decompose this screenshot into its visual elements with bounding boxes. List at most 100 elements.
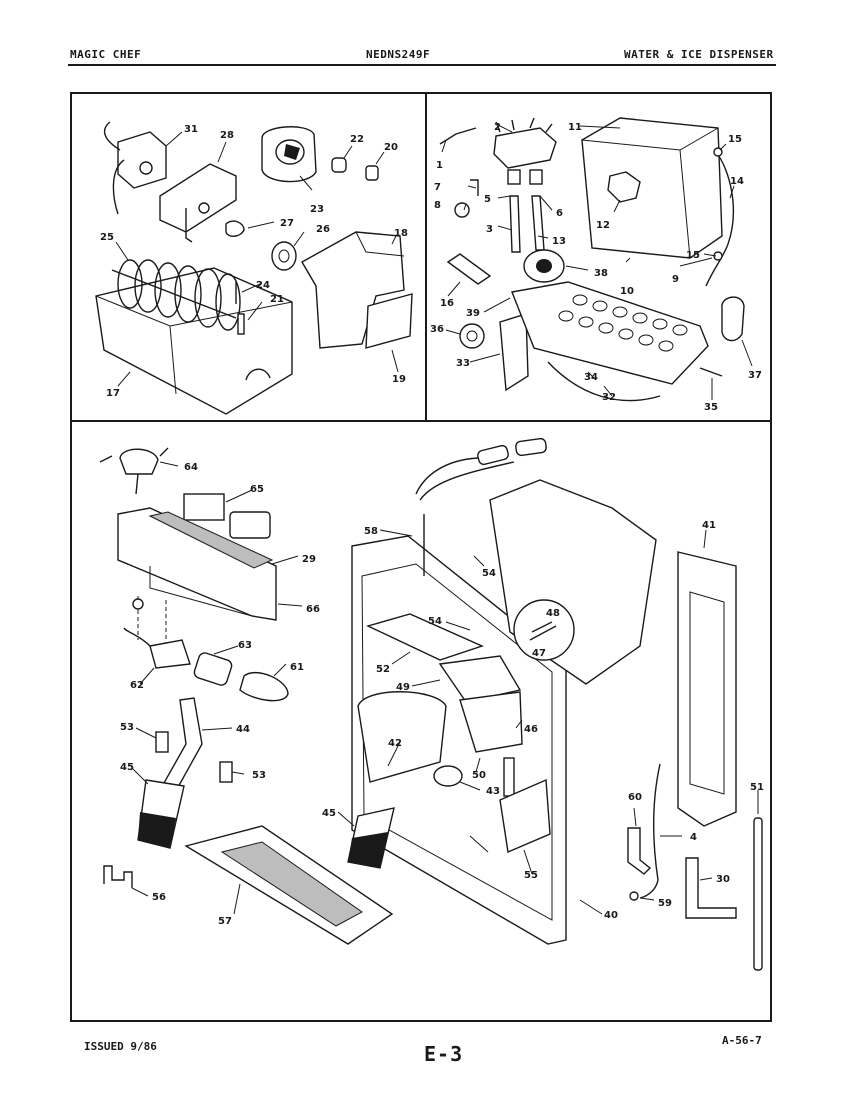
panel-top-right-icemaker (439, 117, 745, 402)
header-brand: MAGIC CHEF (70, 48, 142, 61)
part-17-ice-bin (95, 267, 293, 415)
callout-61: 61 (290, 662, 304, 673)
part-16-fill-cup (446, 253, 492, 285)
part-8-grommet (454, 202, 470, 218)
part-4-water-tube (639, 763, 661, 899)
callout-15-upper: 15 (728, 134, 742, 145)
callout-31: 31 (184, 124, 198, 135)
callout-9: 9 (672, 274, 679, 285)
callout-42: 42 (388, 738, 402, 749)
part-3-tube (509, 195, 521, 253)
part-18-chute (301, 231, 405, 349)
callout-41: 41 (702, 520, 716, 531)
callout-23: 23 (310, 204, 324, 215)
callout-3: 3 (486, 224, 493, 235)
part-46-solenoid (459, 691, 523, 753)
part-42-chute-door (357, 691, 447, 783)
callout-37: 37 (748, 370, 762, 381)
callout-21: 21 (270, 294, 284, 305)
callout-47: 47 (532, 648, 546, 659)
part-38-bore (536, 259, 552, 273)
callout-54-upper: 54 (482, 568, 496, 579)
part-31-motor (117, 131, 167, 189)
part-56-spring (103, 865, 133, 888)
callout-17: 17 (106, 388, 120, 399)
part-40-frame-inner (361, 563, 553, 921)
part-32-mold-cavities (558, 294, 688, 352)
part-65-switch-a (183, 493, 225, 521)
part-60-fitting (627, 827, 652, 875)
part-18-chute-edges (301, 231, 405, 287)
callout-39: 39 (466, 308, 480, 319)
part-14-harness (705, 151, 734, 287)
callout-20: 20 (384, 142, 398, 153)
panel-divider-vertical (425, 94, 427, 422)
callout-66: 66 (306, 604, 320, 615)
part-29-heater-strip (148, 511, 274, 569)
part-21-shaft (237, 313, 245, 335)
part-53-bracket-b (219, 761, 233, 783)
diagram-frame (70, 92, 772, 1022)
callout-22: 22 (350, 134, 364, 145)
callout-26: 26 (316, 224, 330, 235)
callout-64: 64 (184, 462, 198, 473)
callout-45-right: 45 (322, 808, 336, 819)
part-41-panel-inner (689, 591, 725, 795)
part-50-spring (503, 757, 515, 797)
callout-1: 1 (436, 160, 443, 171)
callout-5: 5 (484, 194, 491, 205)
part-22-bushing (331, 157, 347, 173)
callout-14: 14 (730, 176, 744, 187)
callout-24: 24 (256, 280, 270, 291)
part-28-tab (185, 208, 193, 243)
part-10-housing-edges (581, 127, 719, 259)
part-66-housing (117, 507, 277, 621)
callout-54-lower: 54 (428, 616, 442, 627)
part-33-motor-housing (499, 313, 529, 392)
header-rule (68, 64, 776, 66)
callout-10: 10 (620, 286, 634, 297)
callout-36: 36 (430, 324, 444, 335)
callout-53-left: 53 (120, 722, 134, 733)
part-58-wire-harness (415, 457, 515, 576)
callout-60: 60 (628, 792, 642, 803)
part-26-coupler (271, 241, 297, 271)
part-57-grille-mesh (220, 841, 363, 927)
callout-59: 59 (658, 898, 672, 909)
callout-55: 55 (524, 870, 538, 881)
callout-18: 18 (394, 228, 408, 239)
part-7-clamp (470, 179, 479, 196)
callout-44: 44 (236, 724, 250, 735)
callout-25: 25 (100, 232, 114, 243)
callout-53-right: 53 (252, 770, 266, 781)
callout-48: 48 (546, 608, 560, 619)
header-section-title: WATER & ICE DISPENSER (624, 48, 774, 61)
callout-2: 2 (494, 122, 501, 133)
part-43-bushing (433, 765, 463, 787)
callout-12: 12 (596, 220, 610, 231)
part-45-paddle-right-pad (348, 832, 388, 868)
part-27-clip (225, 220, 245, 237)
callout-32: 32 (602, 392, 616, 403)
part-12-module (607, 171, 641, 203)
callout-4: 4 (690, 832, 697, 843)
callout-15-lower: 15 (686, 250, 700, 261)
part-53-bracket-a (155, 731, 169, 753)
part-28-bracket (159, 163, 237, 233)
callout-labels: 1 2 3 4 5 6 7 8 9 10 11 12 13 14 15 15 1… (100, 122, 764, 927)
callout-56: 56 (152, 892, 166, 903)
callout-63: 63 (238, 640, 252, 651)
part-30-elbow-tube (685, 857, 737, 919)
callout-leader-lines (115, 125, 759, 915)
callout-19: 19 (392, 374, 406, 385)
callout-11: 11 (568, 122, 582, 133)
part-36-cam (459, 323, 485, 349)
part-61-bulb (239, 671, 289, 702)
part-65-switch-b (229, 511, 271, 539)
part-36-cam-hub (466, 330, 478, 342)
part-6-fitting (529, 169, 543, 185)
callout-45-left: 45 (120, 762, 134, 773)
callout-13: 13 (552, 236, 566, 247)
part-64-leads (99, 447, 169, 495)
